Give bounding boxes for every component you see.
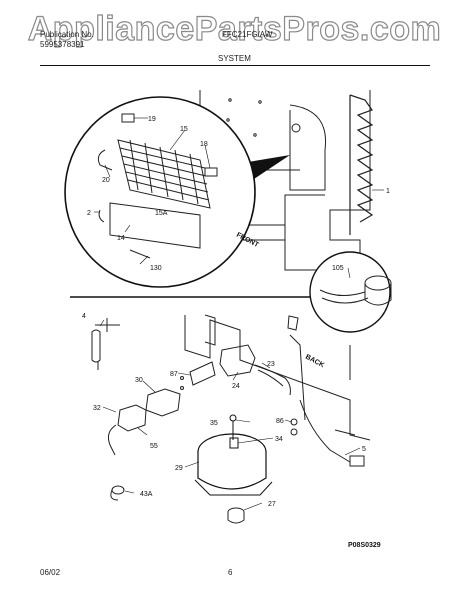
condenser-coil [349,94,374,235]
publication-label: Publication No. [40,30,94,39]
callout-4: 4 [82,313,86,320]
callout-30: 30 [135,377,143,384]
bracket-part [180,361,216,390]
back-label: BACK [304,354,325,370]
callout-15: 15 [180,126,188,133]
callout-5: 5 [362,446,366,453]
callout-layer: 19 15 18 20 2 15A 14 130 1 105 4 87 24 2… [82,116,390,508]
callout-19: 19 [148,116,156,123]
callout-29: 29 [175,465,183,472]
fitting-part [290,418,298,436]
power-cord [299,399,365,467]
callout-27: 27 [268,501,276,508]
callout-34: 34 [275,436,283,443]
compressor-part [194,414,273,496]
callout-14: 14 [117,235,125,242]
leader-lines [94,117,384,511]
callout-18: 18 [200,141,208,148]
starter-part [219,344,256,377]
callout-43a: 43A [140,491,153,498]
callout-87: 87 [170,371,178,378]
lower-cabinet-outline [184,314,371,441]
callout-86: 86 [276,418,284,425]
callout-130: 130 [150,265,162,272]
figure-code: P08S0329 [348,542,381,549]
watermark-text: AppliancePartsPros.com [27,9,442,48]
model-number: FFC21FG/AW [222,30,273,39]
section-title: SYSTEM [218,54,251,63]
footer-page-number: 6 [228,568,233,577]
callout-55: 55 [150,443,158,450]
callout-20: 20 [102,177,110,184]
callout-35: 35 [210,420,218,427]
drier-part [91,318,120,370]
callout-1: 1 [386,188,390,195]
callout-32: 32 [93,405,101,412]
publication-number: 5995378391 [40,40,85,49]
wire-harness [254,315,299,396]
header-rule [40,65,430,66]
callout-2: 2 [87,210,91,217]
clip-part [110,485,125,501]
grommet-part [227,507,245,524]
inset-detail-circle [309,251,392,333]
callout-23: 23 [267,361,275,368]
evaporator-detail-circle [64,96,256,288]
callout-105: 105 [332,265,344,272]
footer-date: 06/02 [40,568,61,577]
relay-overload [108,388,181,456]
callout-15a: 15A [155,210,168,217]
callout-24: 24 [232,383,240,390]
